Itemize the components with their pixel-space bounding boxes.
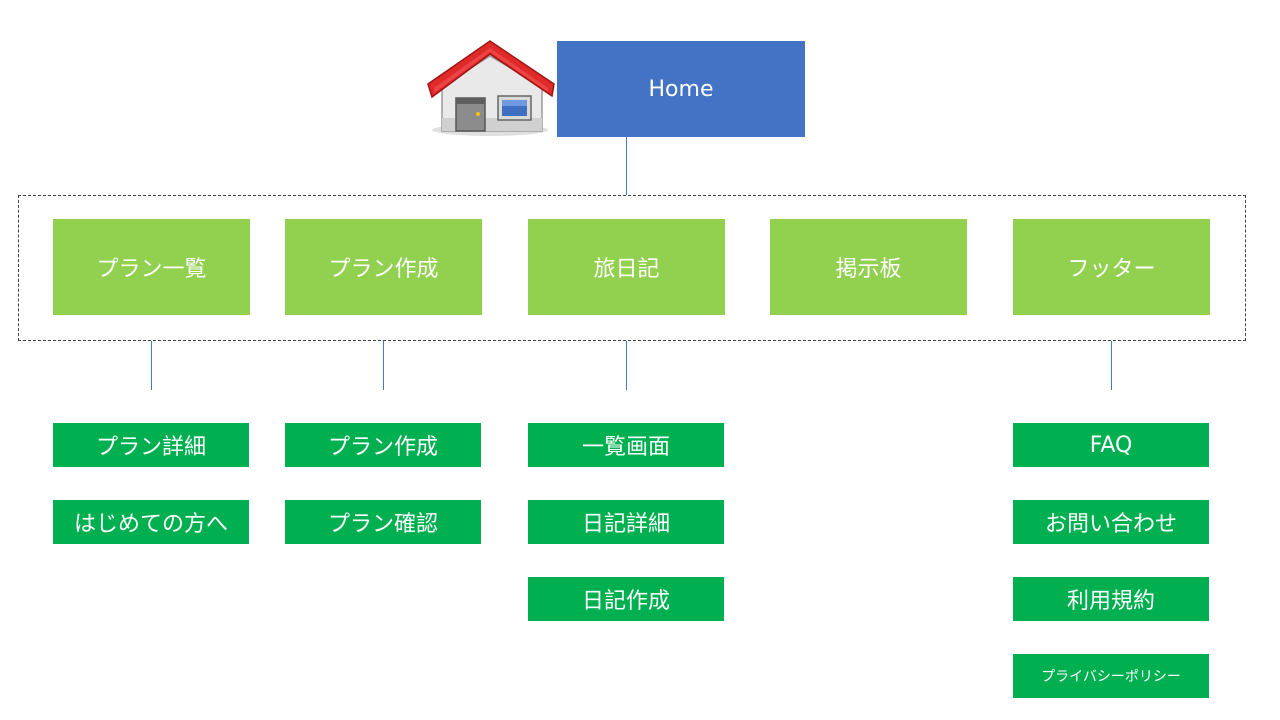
connector-plan-create [383, 341, 384, 390]
page-plan-detail: プラン詳細 [53, 423, 249, 467]
category-footer: フッター [1013, 219, 1210, 315]
category-group-frame [18, 195, 1246, 341]
page-plan-confirm: プラン確認 [285, 500, 481, 544]
house-icon [427, 40, 555, 136]
page-terms-of-use: 利用規約 [1013, 577, 1209, 621]
page-privacy-policy: プライバシーポリシー [1013, 654, 1209, 698]
category-plan-list: プラン一覧 [53, 219, 250, 315]
connector-footer [1111, 341, 1112, 390]
connector-home [626, 137, 627, 195]
page-diary-list: 一覧画面 [528, 423, 724, 467]
page-faq: FAQ [1013, 423, 1209, 467]
connector-plan-list [151, 341, 152, 390]
category-travel-diary: 旅日記 [528, 219, 725, 315]
home-node: Home [557, 41, 805, 137]
category-plan-create: プラン作成 [285, 219, 482, 315]
connector-diary [626, 341, 627, 390]
page-diary-detail: 日記詳細 [528, 500, 724, 544]
category-bulletin-board: 掲示板 [770, 219, 967, 315]
page-contact: お問い合わせ [1013, 500, 1209, 544]
page-plan-create: プラン作成 [285, 423, 481, 467]
page-getting-started: はじめての方へ [53, 500, 249, 544]
page-diary-create: 日記作成 [528, 577, 724, 621]
